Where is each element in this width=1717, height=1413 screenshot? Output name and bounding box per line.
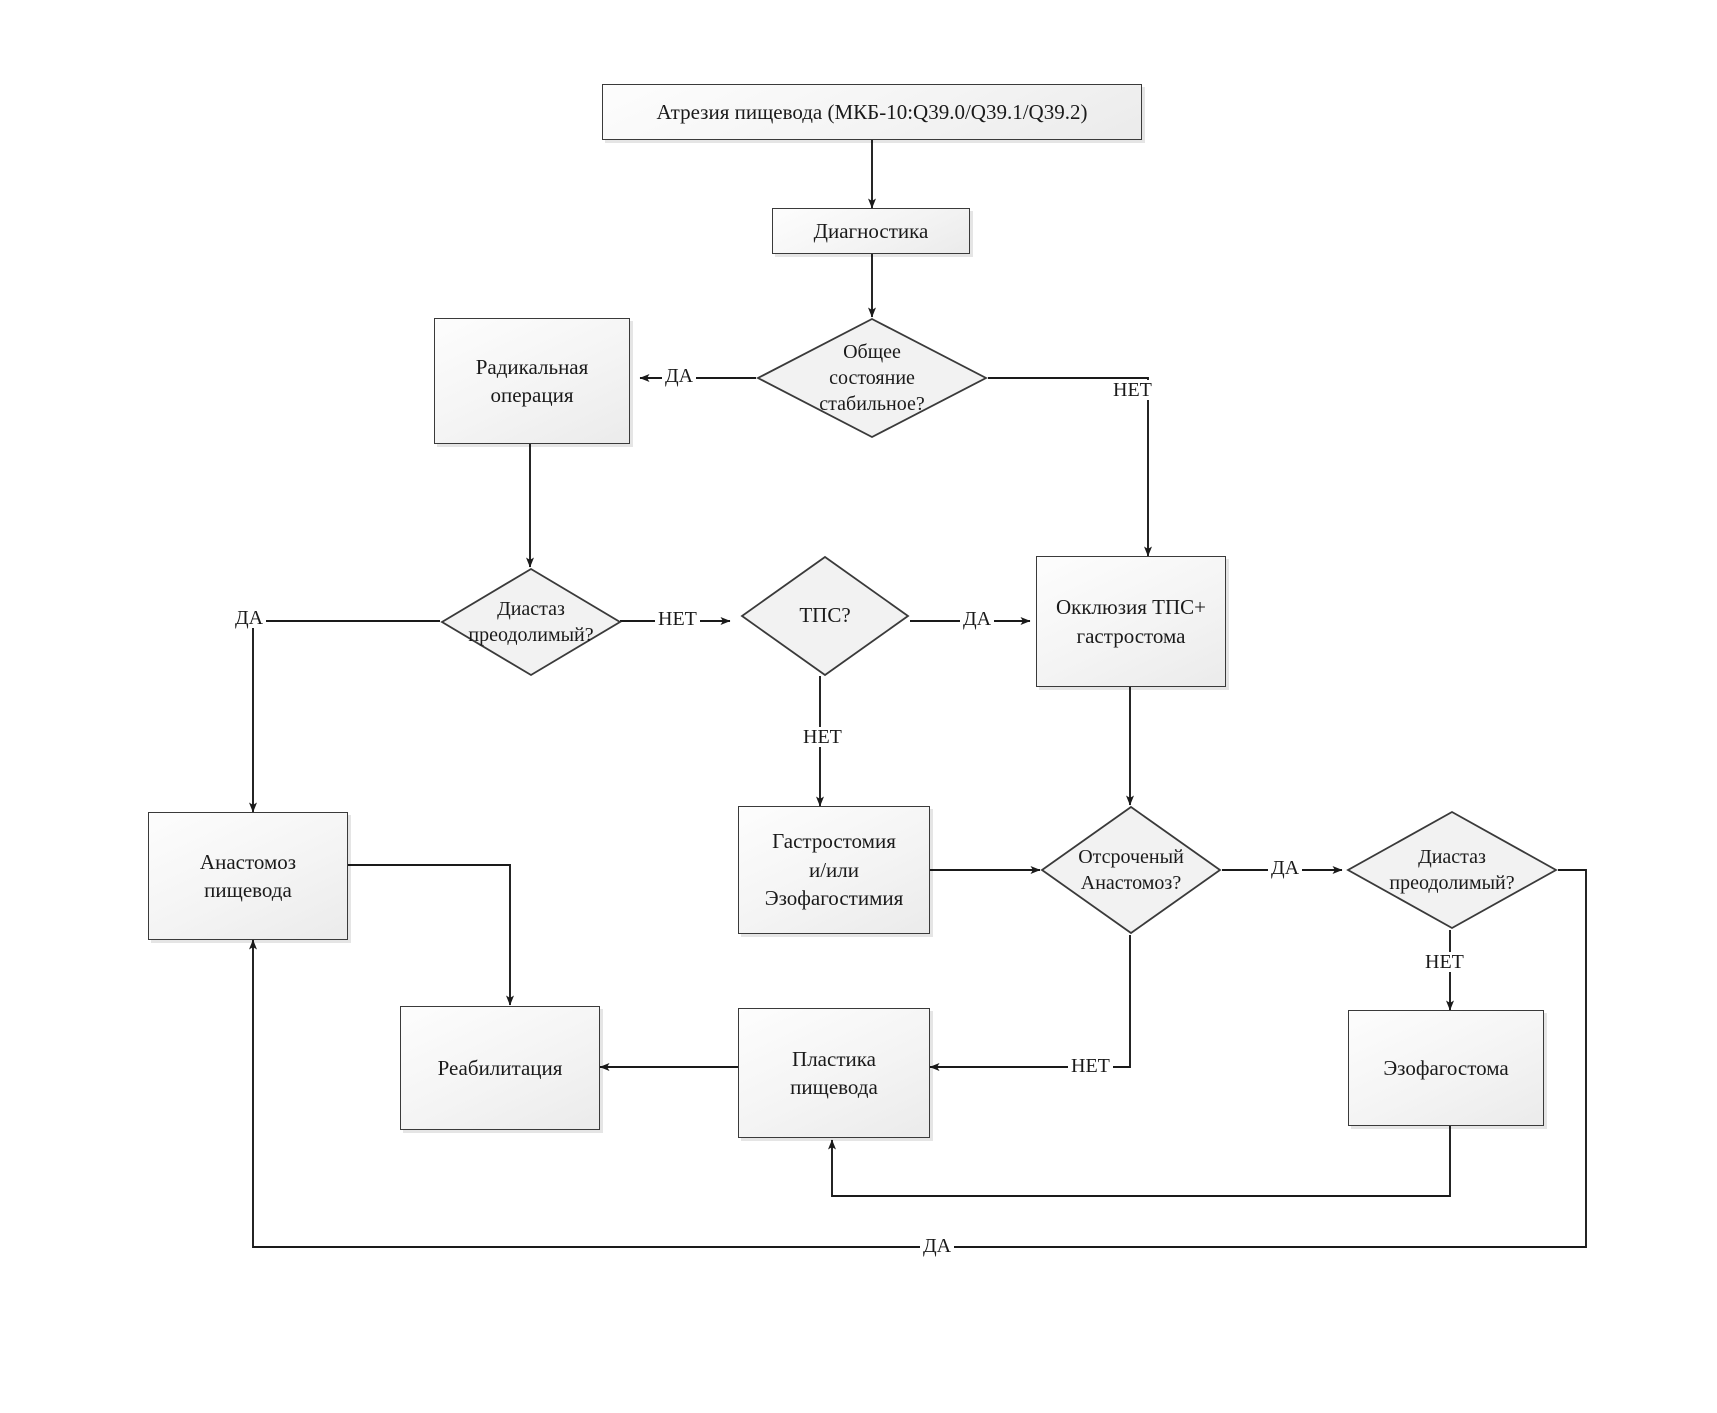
node-diagnostics[interactable]: Диагностика [772,208,970,254]
node-general-state-stable[interactable]: Общее состояние стабильное? [756,317,988,439]
node-stable-label-line2: состояние [829,367,915,389]
node-diastasis-overcome-1[interactable]: Диастаз преодолимый? [440,567,622,677]
node-diastasis2-label-line1: Диастаз [1418,846,1486,868]
edge-label-delayed-no: НЕТ [1068,1056,1113,1076]
node-atresia[interactable]: Атрезия пищевода (МКБ-10:Q39.0/Q39.1/Q39… [602,84,1142,140]
node-diastasis1-label-line1: Диастаз [497,598,565,620]
node-delayed-label-line2: Анастомоз? [1080,872,1182,894]
node-radical-operation-label-line2: операция [490,383,574,407]
node-stable-label-line1: Общее [843,341,901,363]
edge-label-tps-no: НЕТ [800,727,845,747]
node-occlusion-label-line2: гастростома [1076,623,1186,648]
node-anastomosis-label-line1: Анастомоз [199,849,297,874]
node-delayed-anastomosis[interactable]: Отсроченый Анастомоз? [1040,805,1222,935]
edge-diastasis1-anastomosis [249,620,440,813]
node-anastomosis-esophagus[interactable]: Анастомоз пищевода [148,812,348,940]
node-anastomosis-label-line2: пищевода [204,878,292,902]
node-diastasis-overcome-2[interactable]: Диастаз преодолимый? [1346,810,1558,930]
edge-label-diastasis1-no: НЕТ [655,609,700,629]
node-stable-label-line3: стабильное? [819,393,925,415]
node-delayed-label: Отсроченый Анастомоз? [1078,844,1184,896]
node-delayed-label-line1: Отсроченый [1078,846,1184,868]
edge-label-diastasis1-yes: ДА [232,608,267,628]
node-diastasis1-label-line2: преодолимый? [468,624,594,646]
node-radical-operation-label-line1: Радикальная [475,354,589,379]
node-occlusion-label-line1: Окклюзия ТПС+ [1055,595,1207,620]
node-rehabilitation[interactable]: Реабилитация [400,1006,600,1130]
edge-label-diastasis2-no: НЕТ [1422,952,1467,972]
node-gastrostomy-label-line3: Эзофагостимия [764,886,904,911]
node-atresia-label: Атрезия пищевода (МКБ-10:Q39.0/Q39.1/Q39… [656,99,1088,124]
diamond-shape [756,317,988,439]
node-rehabilitation-label: Реабилитация [437,1055,563,1080]
node-radical-operation[interactable]: Радикальная операция [434,318,630,444]
node-gastrostomy-label-line1: Гастростомия [772,829,896,854]
edge-label-stable-no: НЕТ [1110,380,1155,400]
edge-label-tps-yes: ДА [960,609,995,629]
node-gastrostomy-label-line2: и/или [808,857,860,882]
node-diastasis1-label: Диастаз преодолимый? [468,596,593,648]
node-stable-label: Общее состояние стабильное? [819,339,924,417]
node-gastrostomy[interactable]: Гастростомия и/или Эзофагостимия [738,806,930,934]
node-plastic-label-line1: Пластика [792,1046,876,1071]
node-diagnostics-label: Диагностика [813,218,929,243]
diamond-shape [740,555,910,677]
node-occlusion-tps-gastrostoma[interactable]: Окклюзия ТПС+ гастростома [1036,556,1226,687]
edge-anastomosis-rehabilitation [348,864,514,1006]
edge-delayed-plastic [929,935,1131,1071]
node-plastic-label-line2: пищевода [790,1075,878,1099]
node-diastasis2-label-line2: преодолимый? [1389,872,1515,894]
node-esophagostoma-label: Эзофагостома [1383,1055,1509,1080]
diamond-shape [440,567,622,677]
edge-stable-occlusion [988,377,1152,557]
edge-label-loop-yes: ДА [920,1236,955,1256]
edge-label-stable-yes: ДА [662,366,697,386]
node-plastic-esophagus[interactable]: Пластика пищевода [738,1008,930,1138]
node-tps[interactable]: ТПС? [740,555,910,677]
edge-label-delayed-yes: ДА [1268,858,1303,878]
node-esophagostoma[interactable]: Эзофагостома [1348,1010,1544,1126]
node-tps-label: ТПС? [799,603,851,628]
node-diastasis2-label: Диастаз преодолимый? [1389,844,1514,896]
